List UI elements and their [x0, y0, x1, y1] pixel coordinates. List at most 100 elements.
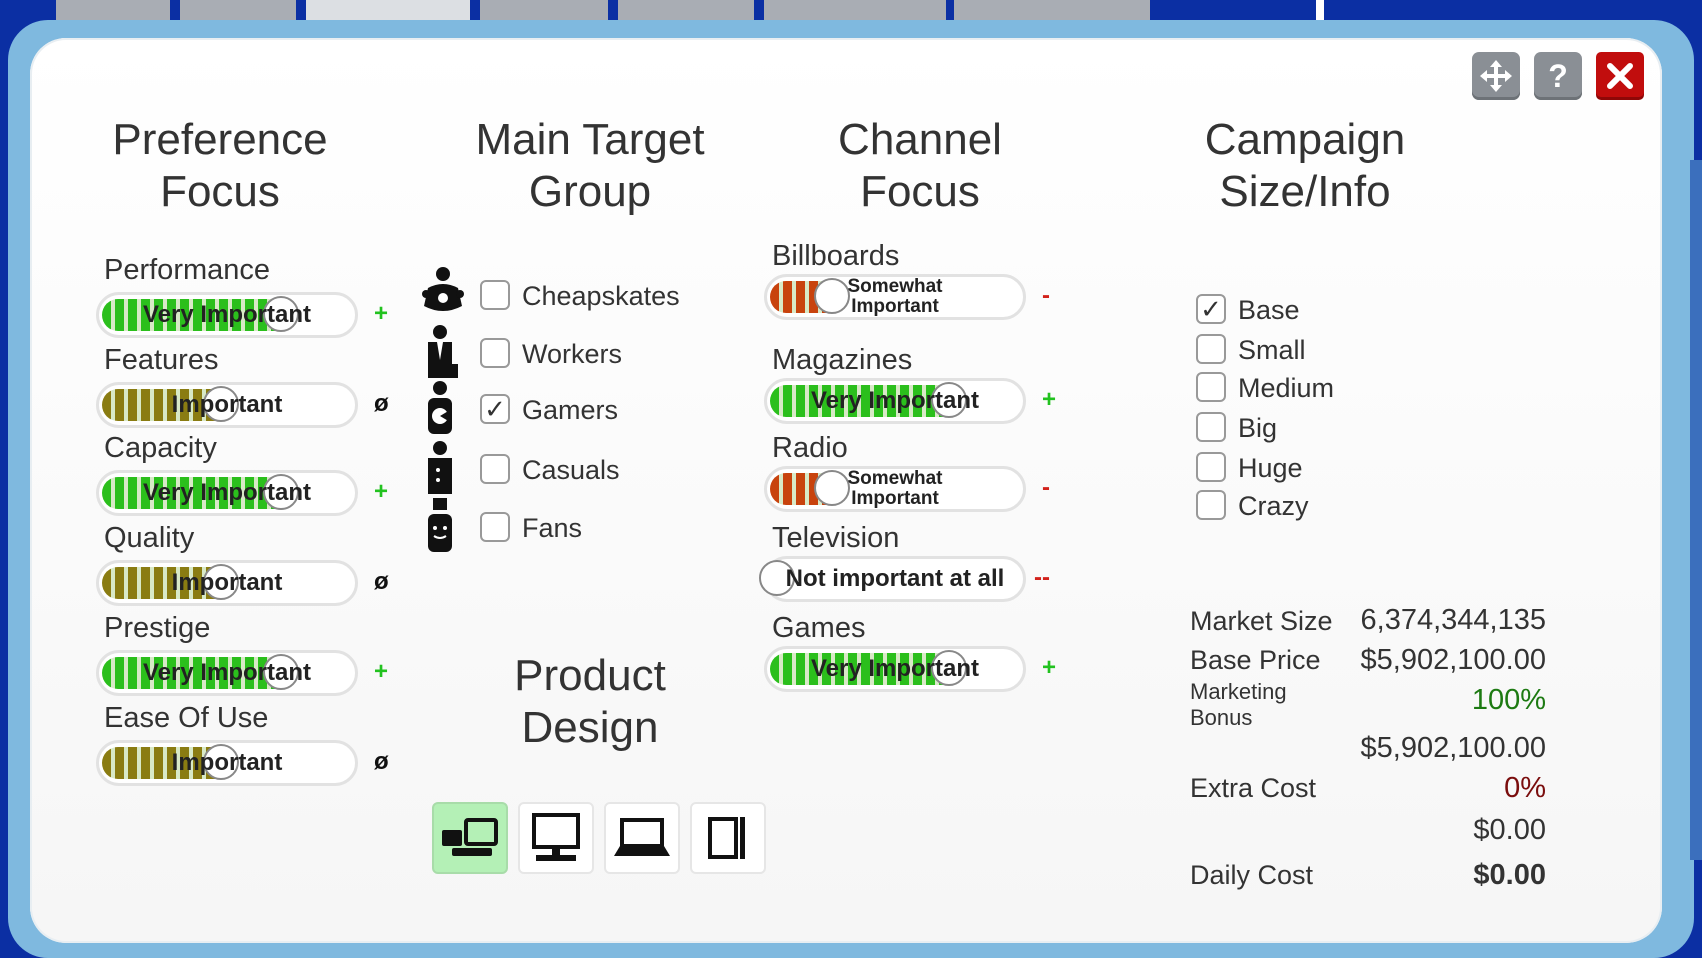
marketing-campaign-dialog: ? Preference Focus Main Target Group Cha…	[30, 38, 1662, 943]
preference-label-capacity: Capacity	[104, 432, 217, 464]
monitor-icon	[532, 813, 580, 861]
target-label-fans[interactable]: Fans	[522, 513, 583, 543]
channel-games-slider-fill	[770, 653, 950, 685]
channel-focus-title: Channel Focus	[838, 115, 1002, 216]
preference-prestige-slider-value-line1: Very Important	[142, 659, 312, 686]
channel-television-slider-value: Not important at all	[767, 559, 1023, 599]
size-label-huge[interactable]: Huge	[1238, 453, 1303, 483]
preference-features-slider-knob[interactable]	[203, 386, 239, 422]
fan-person-icon	[418, 498, 462, 554]
marketing-bonus-label: Marketing Bonus	[1190, 679, 1287, 731]
preference-capacity-slider-knob[interactable]	[263, 474, 299, 510]
preference-quality-slider-value: Important	[99, 563, 355, 603]
size-label-medium[interactable]: Medium	[1238, 373, 1335, 403]
size-label-base[interactable]: Base	[1238, 295, 1300, 325]
marketing-bonus-value: 100%	[1471, 684, 1546, 716]
design-option-desktop-combo[interactable]	[432, 802, 508, 874]
design-option-tablet[interactable]	[690, 802, 766, 874]
preference-features-effect: ø	[374, 390, 389, 417]
channel-magazines-slider-knob[interactable]	[931, 382, 967, 418]
background-tab	[56, 0, 170, 22]
size-checkbox-big[interactable]	[1196, 412, 1226, 442]
size-label-big[interactable]: Big	[1238, 413, 1278, 443]
desktop-combo-icon	[442, 818, 498, 856]
move-arrows-icon	[1480, 60, 1512, 92]
product-design-title: Product Design	[514, 651, 666, 752]
preference-prestige-slider-value: Very Important	[99, 653, 355, 693]
cheapskate-person-icon	[418, 266, 464, 322]
channel-television-slider[interactable]: Not important at all	[759, 556, 1026, 602]
size-checkbox-huge[interactable]	[1196, 452, 1226, 482]
target-checkbox-gamers[interactable]: ✓	[480, 394, 510, 424]
gamer-person-icon	[418, 380, 462, 436]
design-option-laptop[interactable]	[604, 802, 680, 874]
channel-games-slider[interactable]: Very Important	[764, 646, 1026, 692]
preference-capacity-slider-value-line1: Very Important	[142, 479, 312, 506]
channel-label-television: Television	[772, 522, 900, 554]
target-label-workers[interactable]: Workers	[522, 339, 623, 369]
channel-radio-slider-knob[interactable]	[814, 470, 850, 506]
channel-label-games: Games	[772, 612, 866, 644]
preference-performance-slider[interactable]: Very Important	[96, 292, 358, 338]
channel-television-slider-knob[interactable]	[759, 560, 795, 596]
channel-television-effect: --	[1034, 564, 1050, 591]
preference-features-slider[interactable]: Important	[96, 382, 358, 428]
preference-capacity-slider-value: Very Important	[99, 473, 355, 513]
target-label-gamers[interactable]: Gamers	[522, 395, 619, 425]
channel-billboards-slider-value-line2: Important	[851, 296, 939, 317]
target-checkbox-casuals[interactable]	[480, 454, 510, 484]
preference-quality-slider-fill	[102, 567, 222, 599]
preference-prestige-slider-knob[interactable]	[263, 654, 299, 690]
channel-magazines-slider[interactable]: Very Important	[764, 378, 1026, 424]
preference-quality-slider-value-line1: Important	[171, 569, 283, 596]
size-checkbox-crazy[interactable]	[1196, 490, 1226, 520]
channel-games-slider-value-line1: Very Important	[810, 655, 980, 682]
channel-television-slider-value-line1: Not important at all	[785, 565, 1005, 592]
channel-magazines-effect: +	[1042, 386, 1057, 413]
target-checkbox-workers[interactable]	[480, 338, 510, 368]
size-checkbox-base[interactable]: ✓	[1196, 294, 1226, 324]
size-label-small[interactable]: Small	[1238, 335, 1306, 365]
preference-performance-slider-knob[interactable]	[263, 296, 299, 332]
preference-ease-of-use-slider[interactable]: Important	[96, 740, 358, 786]
preference-performance-slider-value-line1: Very Important	[142, 301, 312, 328]
preference-capacity-slider[interactable]: Very Important	[96, 470, 358, 516]
preference-ease-of-use-slider-knob[interactable]	[203, 744, 239, 780]
target-label-cheapskates[interactable]: Cheapskates	[522, 281, 680, 311]
size-checkbox-small[interactable]	[1196, 334, 1226, 364]
design-option-monitor[interactable]	[518, 802, 594, 874]
background-divider	[1316, 0, 1324, 22]
marketing-bonus-label-line1: Marketing	[1190, 679, 1287, 704]
preference-label-performance: Performance	[104, 254, 271, 286]
preference-quality-slider-knob[interactable]	[203, 564, 239, 600]
target-checkbox-cheapskates[interactable]	[480, 280, 510, 310]
channel-radio-effect: -	[1042, 474, 1050, 501]
target-checkbox-fans[interactable]	[480, 512, 510, 542]
move-button[interactable]	[1472, 52, 1520, 100]
channel-billboards-slider-knob[interactable]	[814, 278, 850, 314]
channel-games-slider-knob[interactable]	[931, 650, 967, 686]
preference-ease-of-use-effect: ø	[374, 748, 389, 775]
background-tab	[954, 0, 1150, 22]
background-edge	[1690, 160, 1702, 860]
help-button[interactable]: ?	[1534, 52, 1582, 100]
size-label-crazy[interactable]: Crazy	[1238, 491, 1309, 521]
preference-performance-slider-fill	[102, 299, 282, 331]
size-checkbox-medium[interactable]	[1196, 372, 1226, 402]
channel-label-radio: Radio	[772, 432, 848, 464]
preference-prestige-slider[interactable]: Very Important	[96, 650, 358, 696]
channel-magazines-slider-fill	[770, 385, 950, 417]
casual-person-icon	[418, 440, 462, 496]
close-button[interactable]	[1594, 50, 1646, 102]
preference-label-ease-of-use: Ease Of Use	[104, 702, 269, 734]
background-tab	[306, 0, 470, 22]
preference-prestige-slider-fill	[102, 657, 282, 689]
preference-capacity-slider-fill	[102, 477, 282, 509]
channel-billboards-effect: -	[1042, 282, 1050, 309]
preference-quality-slider[interactable]: Important	[96, 560, 358, 606]
target-label-casuals[interactable]: Casuals	[522, 455, 620, 485]
